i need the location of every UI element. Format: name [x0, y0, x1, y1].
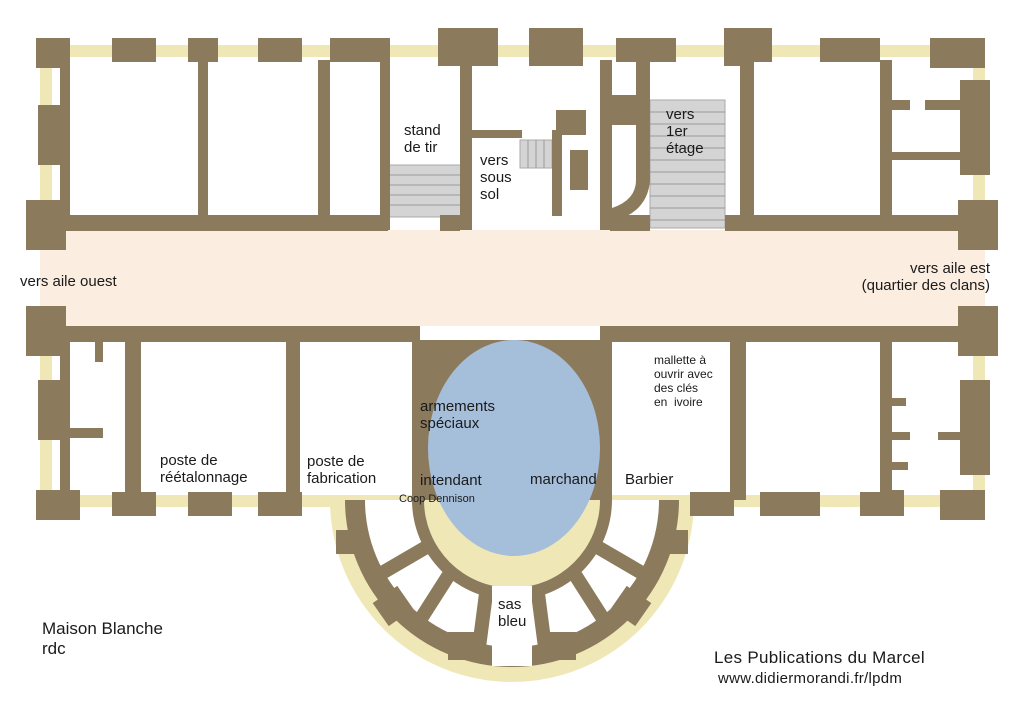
vers-1er-etage-line-2: 1er [666, 123, 688, 140]
vers-sous-sol-label: vers sous sol [480, 152, 512, 203]
armements-speciaux-line-1: armements [420, 398, 496, 415]
vers-aile-ouest-label: vers aile ouest [20, 273, 117, 290]
armements-speciaux-line-2: spéciaux [420, 415, 480, 432]
vers-1er-etage-line-1: vers [666, 106, 695, 123]
stairs-stand-de-tir [387, 164, 463, 218]
poste-reetalonnage-label: poste de réétalonnage [160, 452, 248, 486]
mallette-label: mallette à ouvrir avec des clés en ivoir… [654, 353, 713, 409]
vers-1er-etage-line-3: étage [666, 140, 704, 157]
mallette-line-3: des clés [654, 381, 699, 395]
mallette-line-2: ouvrir avec [654, 367, 713, 381]
barbier-label: Barbier [625, 471, 674, 488]
vers-aile-est-line-1: vers aile est [909, 260, 990, 277]
white-rooms [70, 62, 880, 492]
intendant-label: intendant [420, 472, 482, 489]
plan-title-line-1: Maison Blanche [42, 619, 163, 638]
poste-fabrication-line-2: fabrication [307, 470, 377, 487]
poste-fabrication-line-1: poste de [307, 453, 365, 470]
mallette-line-1: mallette à [654, 353, 707, 367]
outer-walls [26, 28, 998, 520]
main-corridor [40, 230, 985, 326]
vers-sous-sol-line-1: vers [480, 152, 509, 169]
stairs-1er-etage [649, 99, 726, 229]
stairs [387, 99, 726, 229]
marchand-label: marchand [530, 471, 597, 488]
poste-reetalonnage-line-2: réétalonnage [160, 469, 248, 486]
sas-bleu-line-2: bleu [498, 613, 527, 630]
oval-room [428, 340, 600, 556]
vers-aile-est-label: vers aile est (quartier des clans) [828, 260, 990, 294]
vers-sous-sol-line-3: sol [480, 186, 500, 203]
sas-bleu-line-1: sas [498, 596, 522, 613]
sas-bleu-label: sas bleu [498, 596, 526, 630]
coop-dennison-label: Coop Dennison [399, 493, 475, 505]
plan-title-line-2: rdc [42, 639, 66, 658]
vers-1er-etage-label: vers 1er étage [666, 106, 704, 157]
plan-title: Maison Blanche rdc [42, 619, 163, 659]
poste-reetalonnage-line-1: poste de [160, 452, 218, 469]
south-bay [330, 500, 694, 682]
stand-de-tir-line-1: stand [404, 122, 441, 139]
vers-aile-est-line-2: (quartier des clans) [861, 277, 990, 294]
poste-fabrication-label: poste de fabrication [307, 453, 376, 487]
stair-steps [388, 111, 725, 221]
website-link[interactable]: www.didiermorandi.fr/lpdm [718, 670, 903, 687]
stand-de-tir-line-2: de tir [404, 139, 438, 156]
publisher-label: Les Publications du Marcel [714, 648, 925, 667]
interior-walls [60, 60, 975, 500]
stand-de-tir-label: stand de tir [404, 122, 441, 156]
mallette-line-4: en ivoire [654, 395, 703, 409]
armements-speciaux-label: armements spéciaux [420, 398, 495, 432]
vers-sous-sol-line-2: sous [480, 169, 512, 186]
